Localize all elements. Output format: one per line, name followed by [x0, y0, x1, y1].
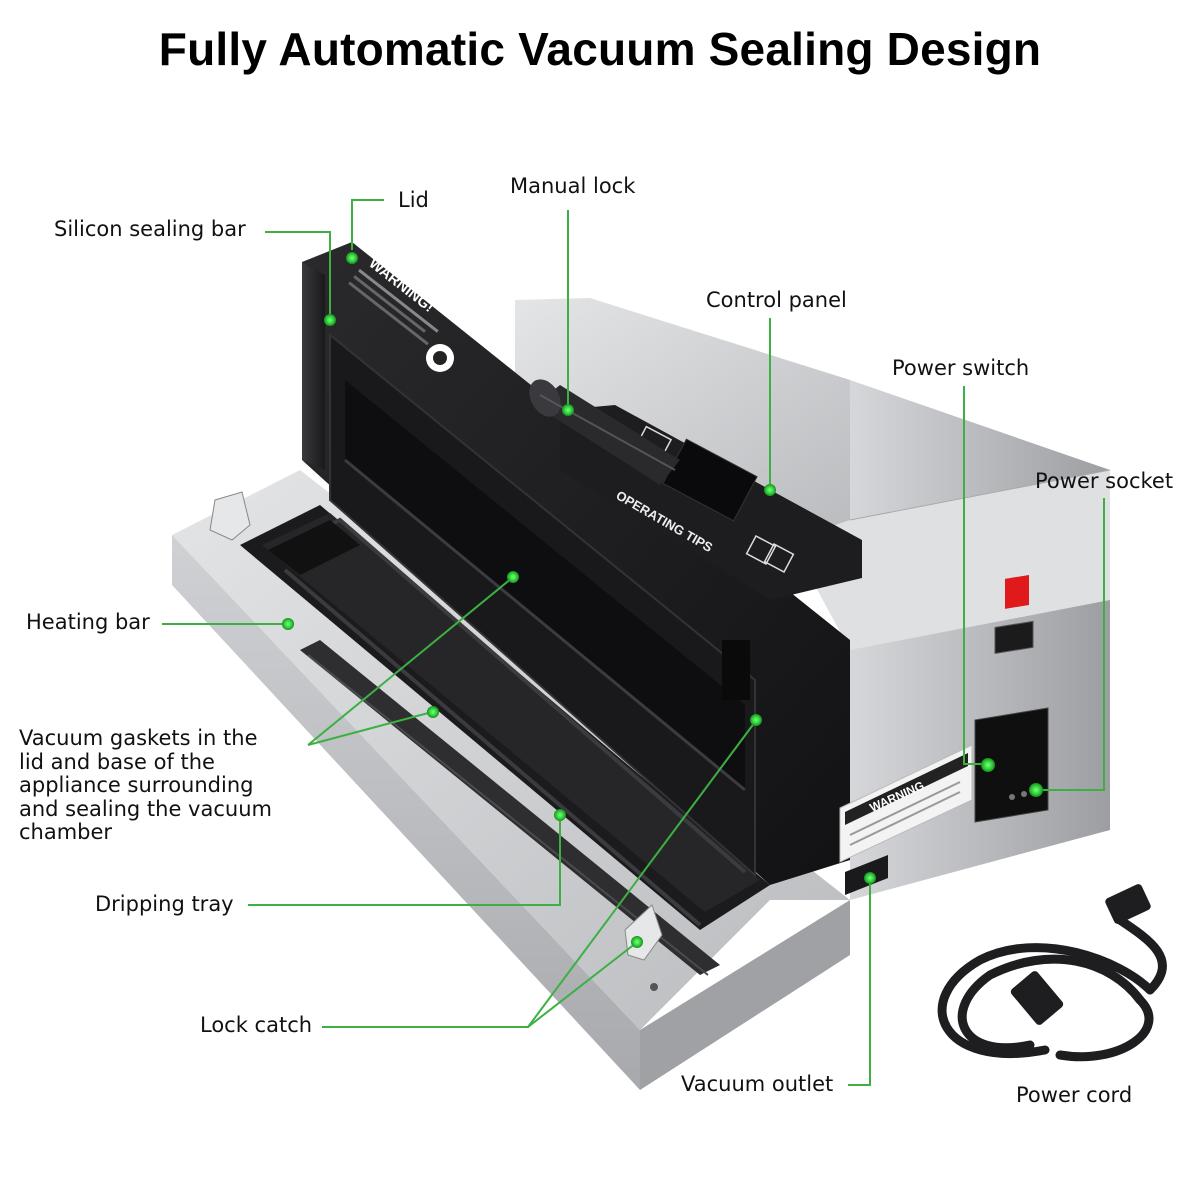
dot-control-panel	[764, 484, 776, 496]
power-module	[974, 575, 1049, 823]
dot-manual-lock	[562, 404, 574, 416]
dot-dripping-tray	[554, 809, 566, 821]
dot-gasket-lid	[507, 571, 519, 583]
label-heating-bar: Heating bar	[26, 610, 150, 634]
leader-lock-catch-2	[527, 942, 637, 1028]
dot-lock-catch-base	[631, 936, 643, 948]
leader-silicon-sealing-bar	[265, 231, 331, 318]
label-vacuum-gaskets: Vacuum gaskets in the lid and base of th…	[19, 726, 272, 845]
leader-vacuum-outlet	[848, 880, 871, 1086]
leader-power-socket	[1038, 498, 1105, 791]
dot-power-switch	[981, 758, 995, 772]
label-control-panel: Control panel	[706, 288, 847, 312]
dot-lid	[346, 252, 358, 264]
sealer-lid	[302, 242, 850, 885]
label-vacuum-outlet: Vacuum outlet	[681, 1072, 834, 1096]
leader-lid	[351, 199, 384, 250]
label-power-switch: Power switch	[892, 356, 1030, 380]
page-title: Fully Automatic Vacuum Sealing Design	[158, 23, 1042, 75]
side-warning-sticker: WARNING	[839, 744, 973, 863]
dot-lock-catch-lid	[750, 714, 762, 726]
dot-heating-bar	[282, 618, 294, 630]
label-manual-lock: Manual lock	[510, 174, 636, 198]
leader-gaskets	[307, 577, 513, 746]
dot-vacuum-outlet	[864, 872, 876, 884]
label-silicon-sealing-bar: Silicon sealing bar	[54, 217, 246, 241]
power-cord-illustration	[937, 884, 1167, 1062]
label-dripping-tray: Dripping tray	[95, 892, 234, 916]
leader-dripping-tray	[248, 815, 561, 906]
leader-gaskets-2	[307, 711, 433, 746]
vacuum-chamber-base	[209, 491, 770, 976]
label-lid: Lid	[398, 188, 429, 212]
dot-gasket-base	[427, 706, 439, 718]
leader-lines	[162, 199, 1105, 1086]
label-lock-catch: Lock catch	[200, 1013, 313, 1037]
label-power-cord: Power cord	[1016, 1083, 1133, 1107]
dot-silicon-sealing-bar	[324, 314, 336, 326]
dot-power-socket	[1029, 783, 1043, 797]
label-power-socket: Power socket	[1035, 469, 1174, 493]
leader-power-switch	[963, 386, 986, 765]
marker-dots	[282, 252, 1043, 948]
